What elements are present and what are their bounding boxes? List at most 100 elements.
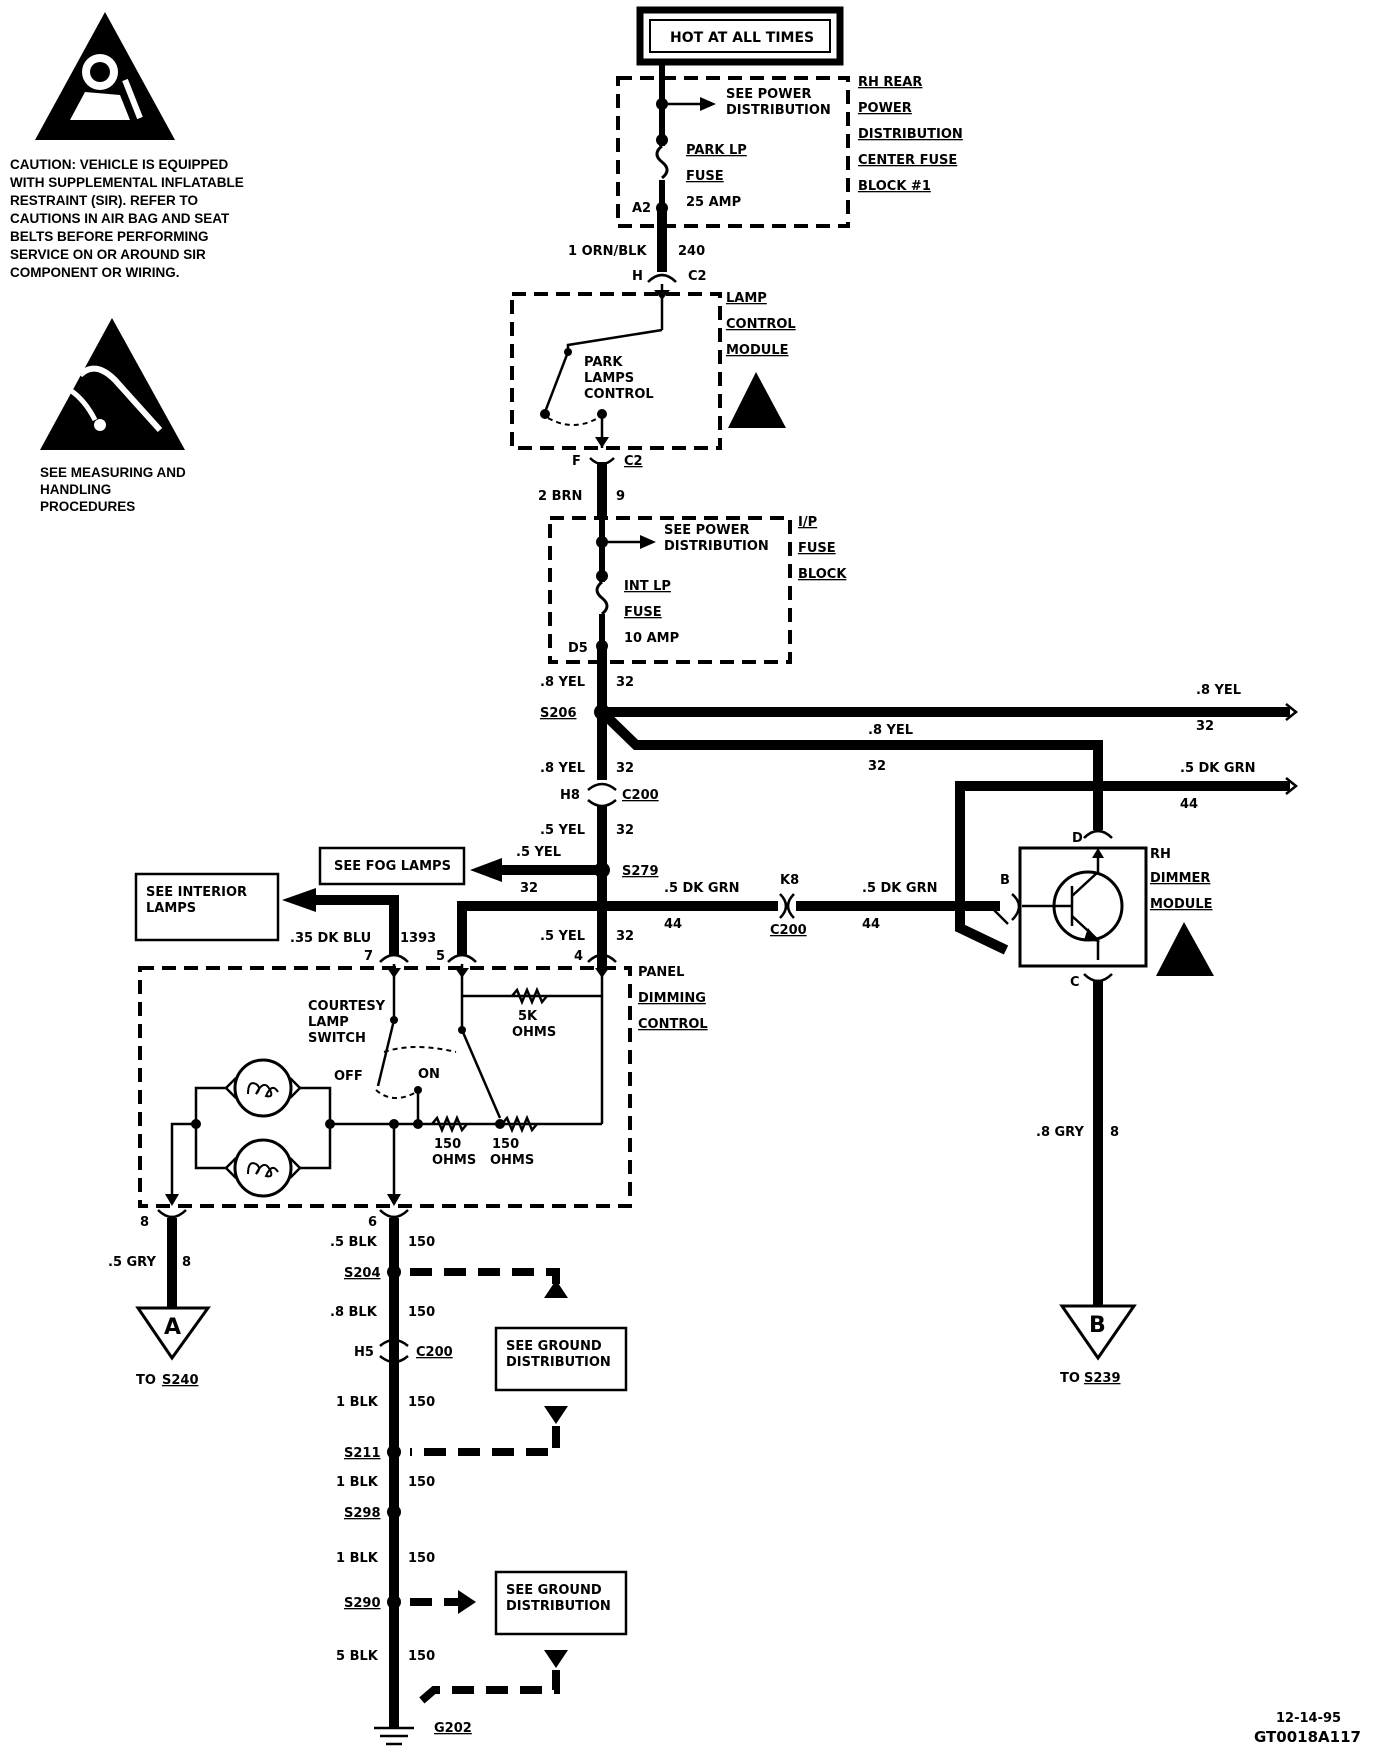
r150a-2: OHMS xyxy=(432,1153,476,1168)
switch-on: ON xyxy=(418,1067,440,1082)
dest-b-splice: S239 xyxy=(1084,1371,1121,1386)
wire-32c-size: .5 YEL xyxy=(540,823,585,838)
panel-lamp-bulb-icon-1 xyxy=(225,1058,301,1118)
lamp-control-label-3: MODULE xyxy=(726,343,789,358)
see-ground-2-line1: SEE GROUND xyxy=(506,1583,602,1598)
s204-label: S204 xyxy=(344,1266,381,1281)
park-lp-fuse-icon xyxy=(655,144,669,180)
r150b-2: OHMS xyxy=(490,1153,534,1168)
wire-44-mid-conn: C200 xyxy=(770,923,807,938)
panel-lamp-bulb-icon-2 xyxy=(225,1138,301,1198)
wire-44-mid-circuit: 44 xyxy=(664,917,682,932)
wire-240-conn: C2 xyxy=(688,269,707,284)
park-lamps-control-1: PARK xyxy=(584,355,623,370)
lamp-control-label-1: LAMP xyxy=(726,291,767,306)
ip-fuse-block-outline xyxy=(548,516,792,664)
panel-label-1: PANEL xyxy=(638,965,684,980)
park-lamps-control-2: LAMPS xyxy=(584,371,634,386)
wire-8b-circuit: 8 xyxy=(1110,1125,1119,1140)
wire-32d-circuit: 32 xyxy=(616,929,634,944)
esd-warning-icon xyxy=(40,318,185,450)
ground-symbol-icon xyxy=(374,1726,414,1746)
rh-see-power-1: SEE POWER xyxy=(726,87,811,102)
park-lp-fuse-label-1: PARK LP xyxy=(686,143,747,158)
wire-8-circuit: 8 xyxy=(182,1255,191,1270)
gnd-w3-size: 1 BLK xyxy=(336,1395,379,1410)
see-ground-distribution-box-1[interactable] xyxy=(494,1326,628,1392)
fog-circuit: 32 xyxy=(520,881,538,896)
r150b-1: 150 xyxy=(492,1137,519,1152)
dest-b-letter: B xyxy=(1089,1313,1106,1338)
panel-label-3: CONTROL xyxy=(638,1017,708,1032)
lamp-control-label-2: CONTROL xyxy=(726,317,796,332)
dimmer-pin-d-connector xyxy=(1083,829,1113,839)
hot-at-all-times-label: HOT AT ALL TIMES xyxy=(670,30,814,46)
wire-32a-size: .8 YEL xyxy=(540,675,585,690)
interior-arrow-icon xyxy=(282,888,316,912)
esd-caution-text: SEE MEASURING AND HANDLING PROCEDURES xyxy=(40,465,186,514)
wire-240-size: 1 ORN/BLK xyxy=(568,244,647,259)
interior-label-2: LAMPS xyxy=(146,901,196,916)
int-lp-fuse-label-3: 10 AMP xyxy=(624,631,679,646)
footer-code: GT0018A117 xyxy=(1254,1728,1361,1746)
dimmer-label-1: RH xyxy=(1150,847,1171,862)
hot-at-all-times-box xyxy=(636,6,844,66)
ip-block-label-2: FUSE xyxy=(798,541,836,556)
gnd-w3-circuit: 150 xyxy=(408,1395,435,1410)
s211-splice xyxy=(387,1445,401,1459)
wire-8-size: .5 GRY xyxy=(108,1255,156,1270)
esd-small-icon-1 xyxy=(728,372,786,428)
fog-size: .5 YEL xyxy=(516,845,561,860)
rh-see-power-2: DISTRIBUTION xyxy=(726,103,831,118)
ip-block-label-3: BLOCK xyxy=(798,567,847,582)
panel-pin-8: 8 xyxy=(140,1215,149,1230)
wire-32c-circuit: 32 xyxy=(616,823,634,838)
see-fog-lamps-box[interactable] xyxy=(318,846,466,886)
wire-32b-circuit: 32 xyxy=(616,761,634,776)
panel-dimming-control-outline xyxy=(138,966,632,1208)
see-interior-lamps-box[interactable] xyxy=(134,872,280,942)
gnd-w1-size: .5 BLK xyxy=(330,1235,378,1250)
park-lp-fuse-label-3: 25 AMP xyxy=(686,195,741,210)
fog-arrow-icon xyxy=(470,858,502,882)
see-ground-2-line2: DISTRIBUTION xyxy=(506,1599,611,1614)
dest-a-triangle xyxy=(135,1306,211,1361)
courtesy-switch-3: SWITCH xyxy=(308,1031,366,1046)
park-lamps-control-3: CONTROL xyxy=(584,387,654,402)
gnd-w2-circuit: 150 xyxy=(408,1305,435,1320)
gnd-w2-size: .8 BLK xyxy=(330,1305,378,1320)
wire-44-mid-pin: K8 xyxy=(780,873,799,888)
rh-block-label-4: CENTER FUSE xyxy=(858,153,957,168)
dimmer-label-2: DIMMER xyxy=(1150,871,1210,886)
wire-32b-size: .8 YEL xyxy=(540,761,585,776)
c200-connector-icon-3 xyxy=(379,1338,409,1364)
esd-small-icon-2 xyxy=(1156,922,1214,976)
panel-pin-7: 7 xyxy=(364,949,373,964)
ip-see-power-1: SEE POWER xyxy=(664,523,749,538)
rh-block-label-5: BLOCK #1 xyxy=(858,179,931,194)
wire-44-right-size: .5 DK GRN xyxy=(1180,761,1255,776)
c2-connector-icon xyxy=(647,273,677,283)
see-ground-distribution-box-2[interactable] xyxy=(494,1570,628,1636)
panel-pin-4: 4 xyxy=(574,949,583,964)
rh-fuse-pin: A2 xyxy=(632,201,651,216)
dest-b-to: TO xyxy=(1060,1371,1080,1386)
gnd-w5-circuit: 150 xyxy=(408,1551,435,1566)
lamp-control-module-outline xyxy=(510,292,722,450)
ip-see-power-2: DISTRIBUTION xyxy=(664,539,769,554)
wire-44-mid-circuit2: 44 xyxy=(862,917,880,932)
gnd-w6-size: 5 BLK xyxy=(336,1649,379,1664)
s298-splice xyxy=(387,1505,401,1519)
wire-8b-size: .8 GRY xyxy=(1036,1125,1084,1140)
g202-label: G202 xyxy=(434,1721,472,1736)
wire-9-size: 2 BRN xyxy=(538,489,582,504)
dest-a-to: TO xyxy=(136,1373,156,1388)
gnd-c200-pin: H5 xyxy=(354,1345,374,1360)
gnd-w5-size: 1 BLK xyxy=(336,1551,379,1566)
park-lp-fuse-label-2: FUSE xyxy=(686,169,724,184)
wire-32d-size: .5 YEL xyxy=(540,929,585,944)
rh-block-label-2: POWER xyxy=(858,101,912,116)
sir-caution-text: CAUTION: VEHICLE IS EQUIPPED WITH SUPPLE… xyxy=(10,157,244,280)
see-ground-1-line1: SEE GROUND xyxy=(506,1339,602,1354)
sir-warning-icon xyxy=(35,12,175,140)
